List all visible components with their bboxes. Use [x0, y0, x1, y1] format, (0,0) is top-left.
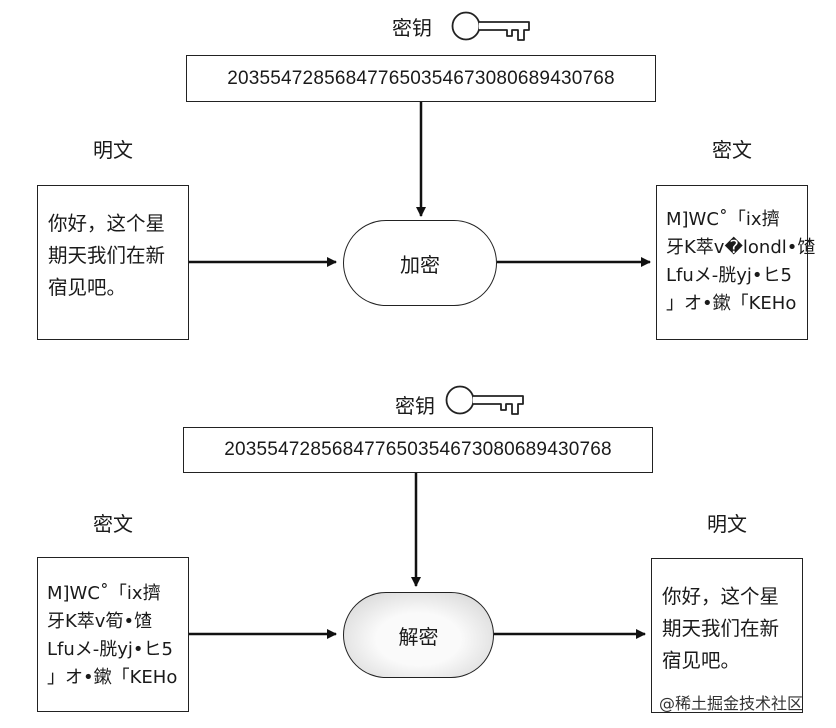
ciphertext-line: 牙K萃v�londl•馇	[666, 237, 816, 258]
decrypt-output-label: 明文	[707, 512, 747, 536]
ciphertext-line: M]WC˚「ix擠	[666, 209, 780, 230]
encrypt-key-value-box: 203554728568477650354673080689430768	[186, 55, 656, 102]
encrypt-output-label: 密文	[712, 138, 752, 162]
encrypt-process: 加密	[343, 220, 497, 306]
plaintext-line: 你好，这个星	[662, 585, 780, 608]
plaintext-line: 宿见吧。	[662, 649, 741, 672]
plaintext-box: 你好，这个星 期天我们在新 宿见吧。	[37, 185, 189, 340]
encrypt-process-label: 加密	[400, 252, 440, 277]
ciphertext-line: M]WC˚「ix擠	[47, 583, 161, 604]
encrypt-key-value: 203554728568477650354673080689430768	[227, 67, 615, 89]
watermark: @稀土掘金技术社区	[659, 694, 804, 713]
key-icon	[445, 385, 524, 415]
ciphertext-line: 」オ•鏉「KEHo	[47, 667, 178, 688]
decrypt-key-value: 203554728568477650354673080689430768	[224, 439, 612, 460]
decrypt-key-label: 密钥	[395, 394, 435, 418]
decrypt-input-label: 密文	[93, 512, 133, 536]
key-icon	[451, 11, 530, 41]
plaintext-line: 期天我们在新	[662, 617, 780, 640]
ciphertext-box: M]WC˚「ix擠 牙K萃v�londl•馇 Lfuメ-胱yj•ヒ5 」オ•鏉「…	[656, 185, 816, 340]
ciphertext-input-box: M]WC˚「ix擠 牙K萃v筍•馇 Lfuメ-胱yj•ヒ5 」オ•鏉「KEHo	[37, 557, 189, 712]
ciphertext-line: Lfuメ-胱yj•ヒ5	[666, 265, 792, 286]
decrypt-process-label: 解密	[398, 624, 439, 649]
ciphertext-line: 牙K萃v筍•馇	[47, 611, 153, 632]
ciphertext-line: 」オ•鏉「KEHo	[666, 293, 797, 314]
plaintext-line: 期天我们在新	[48, 244, 166, 267]
plaintext-output-box: 你好，这个星 期天我们在新 宿见吧。	[651, 558, 803, 713]
decrypt-key-value-box: 203554728568477650354673080689430768	[183, 427, 653, 473]
plaintext-line: 宿见吧。	[48, 276, 127, 299]
ciphertext-line: Lfuメ-胱yj•ヒ5	[47, 639, 173, 660]
encrypt-input-label: 明文	[93, 138, 133, 162]
encrypt-key-label: 密钥	[392, 16, 432, 40]
plaintext-line: 你好，这个星	[48, 212, 166, 235]
decrypt-process: 解密	[343, 592, 494, 678]
